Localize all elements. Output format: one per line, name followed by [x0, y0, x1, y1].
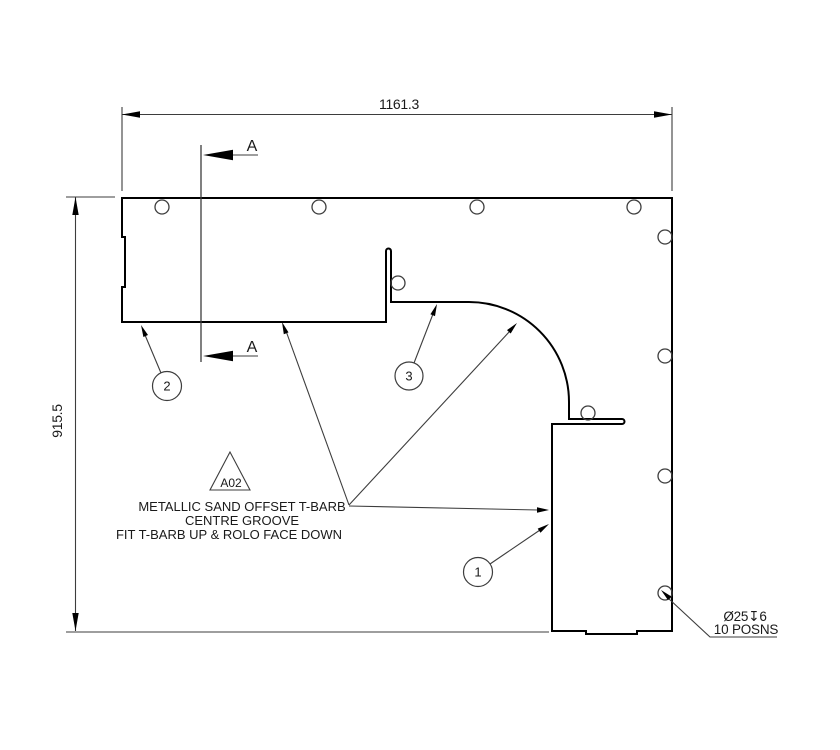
hole-top-1: [154, 199, 170, 215]
part-outline: [121, 197, 673, 635]
hole-top-3: [469, 199, 485, 215]
hole-pattern: [154, 199, 673, 601]
note-leader-3: [348, 505, 539, 511]
hole-top-4: [626, 199, 642, 215]
horizontal-dimension-value: 1161.3: [379, 96, 419, 112]
dim-arrow-left: [122, 111, 140, 118]
flag-note-label: A02: [220, 476, 242, 490]
section-arrow-top: [203, 149, 233, 161]
note-leader-2-arrow: [507, 323, 517, 334]
note-leaders: [282, 322, 549, 513]
balloon-2-circle: [151, 370, 183, 402]
flag-note-triangle: [209, 450, 251, 491]
section-arrow-bottom: [203, 350, 233, 362]
section-label-top: A: [247, 138, 258, 155]
note-leader-3-arrow: [537, 507, 549, 513]
horizontal-dimension: 1161.3: [121, 96, 673, 191]
hole-right-3: [657, 468, 673, 484]
balloon-3-leader: [413, 313, 434, 364]
balloon-2: 2: [141, 325, 183, 402]
note-leader-1-arrow: [282, 322, 289, 335]
balloon-2-number: 2: [163, 379, 170, 394]
hole-callout-arrow: [661, 590, 672, 601]
note-line-3: FIT T-BARB UP & ROLO FACE DOWN: [116, 527, 342, 542]
vertical-dimension-value: 915.5: [49, 404, 65, 438]
hole-flange: [580, 405, 596, 421]
vertical-dimension: 915.5: [49, 196, 549, 633]
balloon-3: 3: [394, 304, 437, 391]
dim-arrow-top: [72, 197, 79, 215]
balloon-2-leader: [144, 334, 162, 374]
flag-note: A02: [209, 450, 251, 491]
balloon-3-circle: [394, 361, 424, 391]
balloon-1-number: 1: [474, 565, 481, 580]
hole-callout: Ø25↧6 10 POSNS: [661, 590, 779, 638]
balloon-3-arrow: [430, 304, 437, 317]
hole-right-2: [657, 348, 673, 364]
section-label-bottom: A: [247, 339, 258, 356]
hole-right-1: [657, 229, 673, 245]
dim-arrow-right: [654, 111, 672, 118]
balloon-1-circle: [462, 556, 494, 588]
balloon-2-arrow: [141, 325, 148, 337]
hole-callout-spec: Ø25↧6: [723, 609, 766, 624]
hole-callout-leader: [667, 597, 777, 638]
hole-callout-count: 10 POSNS: [714, 622, 779, 637]
dim-arrow-bottom: [72, 613, 79, 631]
section-marker-group: A A: [200, 138, 258, 362]
note-leader-2: [348, 330, 511, 506]
hole-top-2: [311, 199, 327, 215]
note-line-2: CENTRE GROOVE: [185, 513, 299, 528]
balloon-1-leader: [489, 529, 541, 565]
hole-tab: [390, 275, 406, 291]
balloon-3-number: 3: [405, 369, 412, 384]
balloon-1: 1: [462, 524, 549, 588]
notes-block: METALLIC SAND OFFSET T-BARB CENTRE GROOV…: [116, 499, 346, 542]
note-line-1: METALLIC SAND OFFSET T-BARB: [138, 499, 345, 514]
note-leader-1: [285, 330, 350, 506]
balloon-1-arrow: [537, 524, 549, 533]
hole-right-4: [657, 585, 673, 601]
